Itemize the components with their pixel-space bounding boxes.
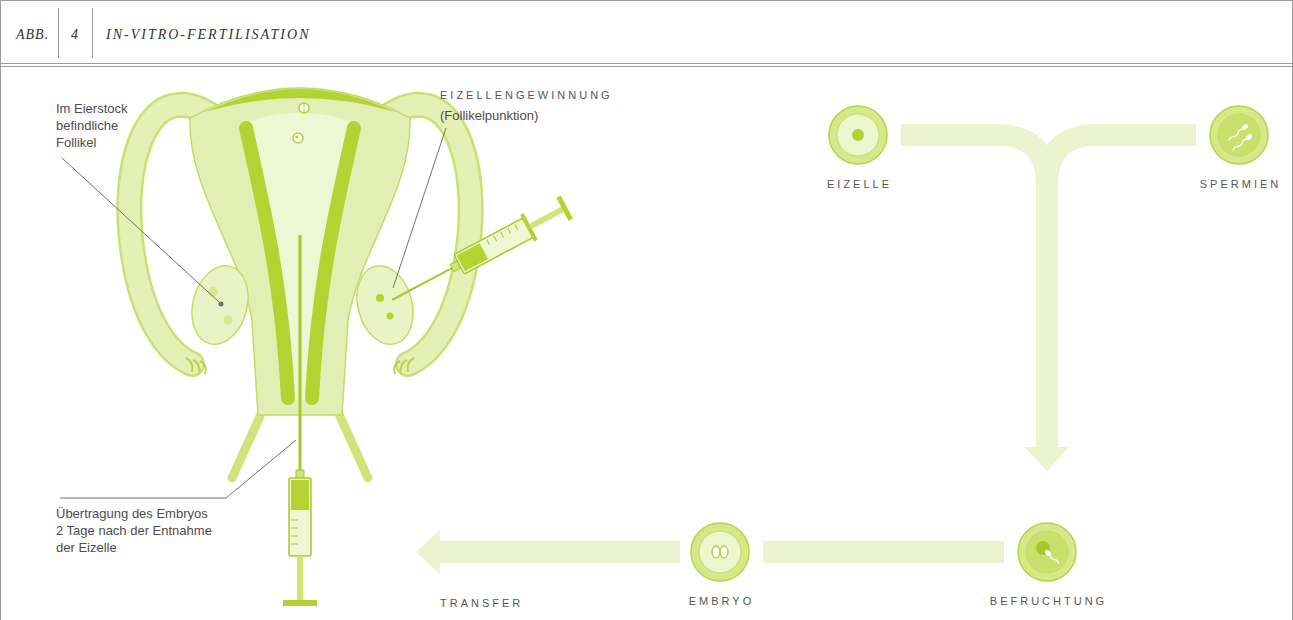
flow-band [1047, 135, 1196, 449]
cell-circle [689, 521, 751, 583]
callout-label: Übertragung des Embryos 2 Tage nach der … [56, 505, 212, 556]
figure-prefix: ABB. [16, 27, 49, 43]
callout-heading: EIZELLENGEWINNUNG [440, 89, 613, 101]
stage-label: BEFRUCHTUNG [987, 595, 1107, 607]
stage-node: BEFRUCHTUNG [987, 521, 1107, 607]
stage-node: SPERMIEN [1197, 104, 1281, 190]
flow-band [901, 135, 1047, 449]
figure-title: IN-VITRO-FERTILISATION [106, 27, 310, 43]
stage-node: EMBRYO [686, 521, 754, 607]
flow-connector [763, 552, 1004, 553]
flow-connector [1025, 135, 1196, 471]
cell-circle [1016, 521, 1078, 583]
stage-label: EMBRYO [686, 595, 754, 607]
cell-circle [1208, 104, 1270, 166]
stage-label: SPERMIEN [1197, 178, 1281, 190]
arrow-head [1025, 447, 1069, 471]
arrow-label: TRANSFER [440, 597, 523, 609]
leader-dot [219, 302, 224, 307]
flow-band [763, 541, 1004, 563]
leader-lines [60, 128, 446, 498]
figure-number: 4 [71, 27, 79, 43]
cell-circle [827, 104, 889, 166]
transfer-arrow [416, 530, 680, 574]
arrow-head [1025, 447, 1069, 471]
stage-node: EIZELLE [824, 104, 892, 190]
stage-label: EIZELLE [824, 178, 892, 190]
callout-label: Im Eierstock befindliche Follikel [56, 100, 151, 151]
callout-label: (Follikelpunktion) [440, 107, 538, 124]
